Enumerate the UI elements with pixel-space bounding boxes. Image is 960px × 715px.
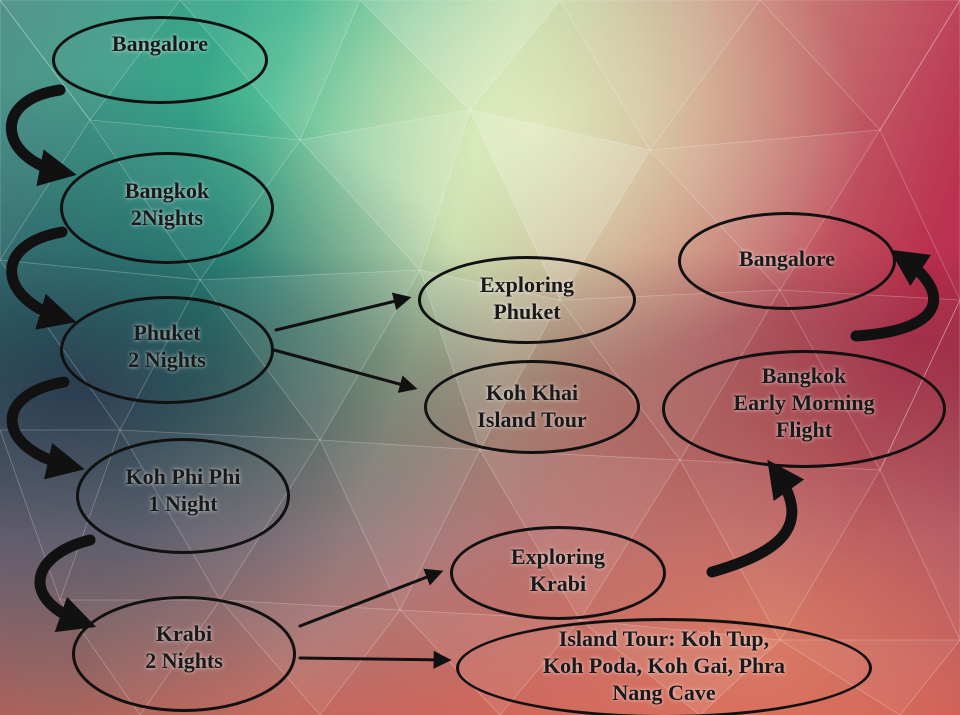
node-bangkok-early-flight: Bangkok Early Morning Flight xyxy=(662,350,946,468)
node-bangkok-2nights: Bangkok 2Nights xyxy=(60,152,274,264)
node-label: Koh Phi Phi 1 Night xyxy=(125,464,241,516)
node-exploring-krabi: Exploring Krabi xyxy=(450,526,666,620)
node-label: Bangkok 2Nights xyxy=(124,178,210,230)
node-koh-khai-tour: Koh Khai Island Tour xyxy=(424,360,640,454)
node-bangalore-end: Bangalore xyxy=(678,212,896,310)
node-phuket-2nights: Phuket 2 Nights xyxy=(60,296,274,404)
node-label: Bangkok Early Morning Flight xyxy=(733,362,875,442)
node-label: Exploring Phuket xyxy=(479,272,575,324)
node-krabi-2nights: Krabi 2 Nights xyxy=(72,596,296,712)
node-label: Bangalore xyxy=(738,245,836,271)
node-exploring-phuket: Exploring Phuket xyxy=(418,256,636,344)
node-label: Island Tour: Koh Tup, Koh Poda, Koh Gai,… xyxy=(542,625,786,705)
node-island-tour-krabi: Island Tour: Koh Tup, Koh Poda, Koh Gai,… xyxy=(456,618,872,715)
node-label: Exploring Krabi xyxy=(510,544,606,596)
node-label: Bangalore xyxy=(111,30,209,56)
node-koh-phi-phi-1night: Koh Phi Phi 1 Night xyxy=(76,438,290,554)
node-label: Krabi 2 Nights xyxy=(145,621,223,673)
node-bangalore-start: Bangalore xyxy=(52,16,268,104)
node-label: Phuket 2 Nights xyxy=(128,320,206,372)
node-label: Koh Khai Island Tour xyxy=(477,380,587,432)
